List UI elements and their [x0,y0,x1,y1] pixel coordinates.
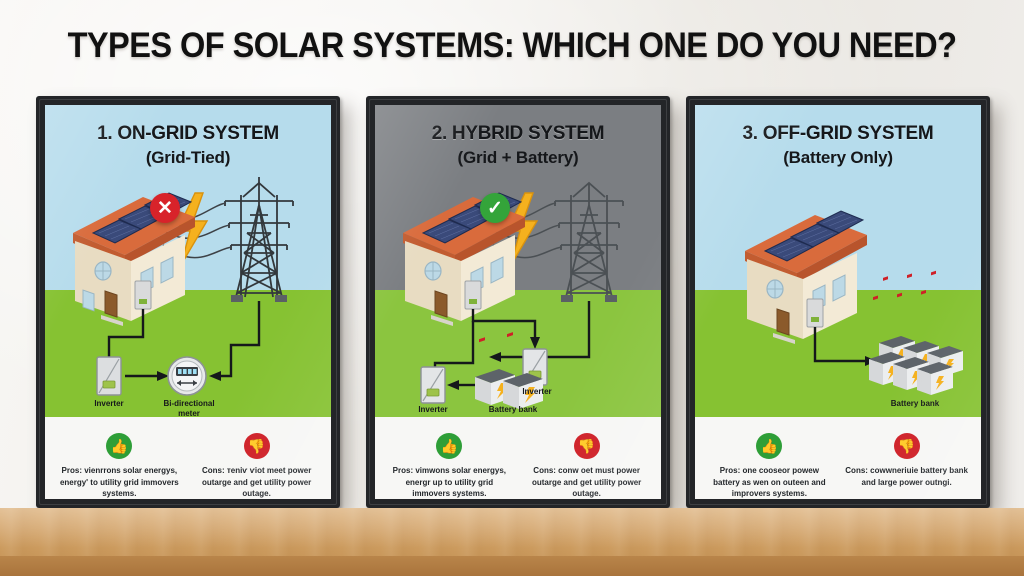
cons-text: Cons: conw oet must power outarge and ge… [531,466,642,498]
front-door [434,290,448,318]
poster-on-grid: 1. ON-GRID SYSTEM (Grid-Tied) [45,105,331,499]
panel-title: 1. ON-GRID SYSTEM [97,123,279,144]
poster-frame-on-grid[interactable]: 1. ON-GRID SYSTEM (Grid-Tied) [36,96,340,508]
label-battery-bank: Battery bank [890,399,940,408]
thumbs-up-icon: 👍 [106,433,133,459]
panel-subtitle: (Grid-Tied) [145,148,231,167]
pros-block: 👍 Pros: vienrrons solar energys, energy'… [54,433,186,499]
poster-frame-hybrid[interactable]: 2. HYBRID SYSTEM (Grid + Battery) [366,96,670,508]
cons-block: 👎 Cons: cowwneriuie battery bank and lar… [841,433,973,488]
status-badge-check: ✓ [480,193,510,223]
transmission-tower-icon [554,181,624,302]
tower-footing-right [275,295,287,302]
front-door [104,290,118,318]
thumbs-up-icon: 👍 [756,433,783,459]
pros-text: Pros: vimwons solar energys, energr up t… [392,466,507,498]
label-inverter-bottom: Inverter [418,405,448,414]
diagram-hybrid [403,181,624,386]
transmission-tower-icon [224,177,294,302]
table-sheen [0,508,1024,548]
tower-footing-left [231,295,243,302]
cons-text: Cons: тeniѵ ѵiot meet power outarge and … [201,466,312,498]
inverter-unit-top [522,348,548,386]
cons-text: Cons: cowwneriuie battery bank and large… [845,466,968,487]
cons-block: 👎 Cons: тeniѵ ѵiot meet power outarge an… [191,433,323,499]
wall-inverter-box [806,298,824,328]
inverter-unit [96,356,122,396]
wiring-diagram [107,309,145,357]
pros-text: Pros: one cooseor powew battery as wen o… [713,466,826,498]
poster-off-grid: 3. OFF-GRID SYSTEM (Battery Only) [695,105,981,499]
thumbs-down-icon: 👎 [573,433,600,459]
solar-panels [763,210,865,262]
pros-block: 👍 Pros: one cooseor powew battery as wen… [704,433,836,499]
ground-band [45,290,331,417]
page-title: TYPES OF SOLAR SYSTEMS: WHICH ONE DO YOU… [67,26,957,65]
label-inverter: Inverter [94,399,124,408]
diagram-on-grid [73,177,294,396]
pros-text: Pros: vienrrons solar energys, energy' t… [59,466,179,498]
panel-title: 2. HYBRID SYSTEM [431,123,605,144]
wall-inverter-box [134,280,152,310]
thumbs-up-icon: 👍 [436,433,463,459]
thumbs-down-icon: 👎 [893,433,920,459]
wall-inverter-box [464,280,482,310]
label-battery-bank: Battery bank [488,405,538,414]
diagram-off-grid [745,210,963,395]
bidirectional-meter [167,356,207,396]
panel-subtitle: (Battery Only) [783,148,893,167]
battery-bank [869,270,963,395]
pros-block: 👍 Pros: vimwons solar energys, energr up… [384,433,516,499]
panel-subtitle: (Grid + Battery) [457,148,579,167]
table-front-edge [0,556,1024,576]
wiring-diagram [813,327,865,363]
status-badge-x: ✕ [150,193,180,223]
thumbs-down-icon: 👎 [243,433,270,459]
cons-block: 👎 Cons: conw oet must power outarge and … [521,433,653,499]
label-inverter-top: Inverter [522,387,552,396]
poster-hybrid: 2. HYBRID SYSTEM (Grid + Battery) [375,105,661,499]
house-illustration [745,210,867,344]
poster-frame-off-grid[interactable]: 3. OFF-GRID SYSTEM (Battery Only) [686,96,990,508]
panel-title: 3. OFF-GRID SYSTEM [742,123,934,144]
front-door [776,308,790,336]
